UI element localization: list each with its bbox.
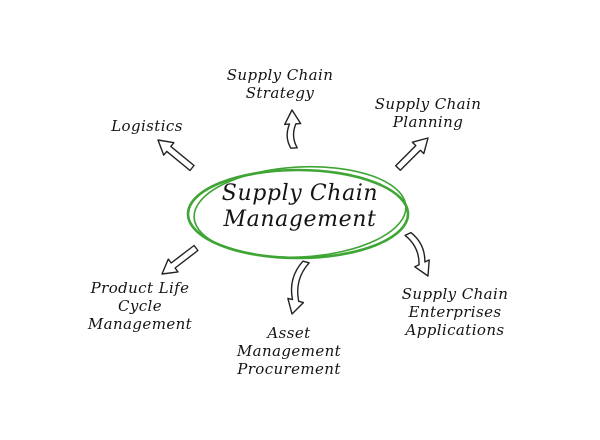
node-line: Applications	[405, 321, 505, 339]
node-product-life-cycle-management: Product Life Cycle Management	[65, 279, 215, 333]
node-line: Supply Chain	[226, 66, 334, 84]
node-line: Supply Chain	[374, 95, 482, 113]
node-supply-chain-strategy: Supply Chain Strategy	[205, 66, 355, 102]
node-logistics: Logistics	[92, 117, 202, 135]
center-label: Supply Chain Management	[205, 181, 395, 233]
arrow-to-enterprises	[404, 231, 430, 277]
node-line: Procurement	[237, 360, 341, 378]
node-line: Cycle	[117, 297, 163, 315]
node-line: Management	[87, 315, 193, 333]
arrow-to-asset	[287, 260, 310, 315]
arrow-to-product-life	[161, 244, 199, 275]
node-supply-chain-enterprises-applications: Supply Chain Enterprises Applications	[370, 285, 540, 339]
node-line: Planning	[392, 113, 464, 131]
node-supply-chain-planning: Supply Chain Planning	[353, 95, 503, 131]
node-line: Enterprises	[408, 303, 502, 321]
arrow-to-planning	[395, 137, 429, 171]
node-line: Strategy	[245, 84, 315, 102]
node-line: Management	[236, 342, 342, 360]
node-asset-management-procurement: Asset Management Procurement	[214, 324, 364, 378]
center-ellipse	[186, 165, 410, 260]
node-line: Product Life	[90, 279, 190, 297]
arrow-to-logistics	[157, 139, 195, 172]
node-line: Asset	[267, 324, 311, 342]
arrow-to-strategy	[284, 109, 302, 149]
center-label-line-1: Supply Chain	[221, 181, 379, 206]
node-line: Logistics	[111, 117, 183, 135]
center-label-line-2: Management	[223, 207, 377, 232]
node-line: Supply Chain	[401, 285, 509, 303]
